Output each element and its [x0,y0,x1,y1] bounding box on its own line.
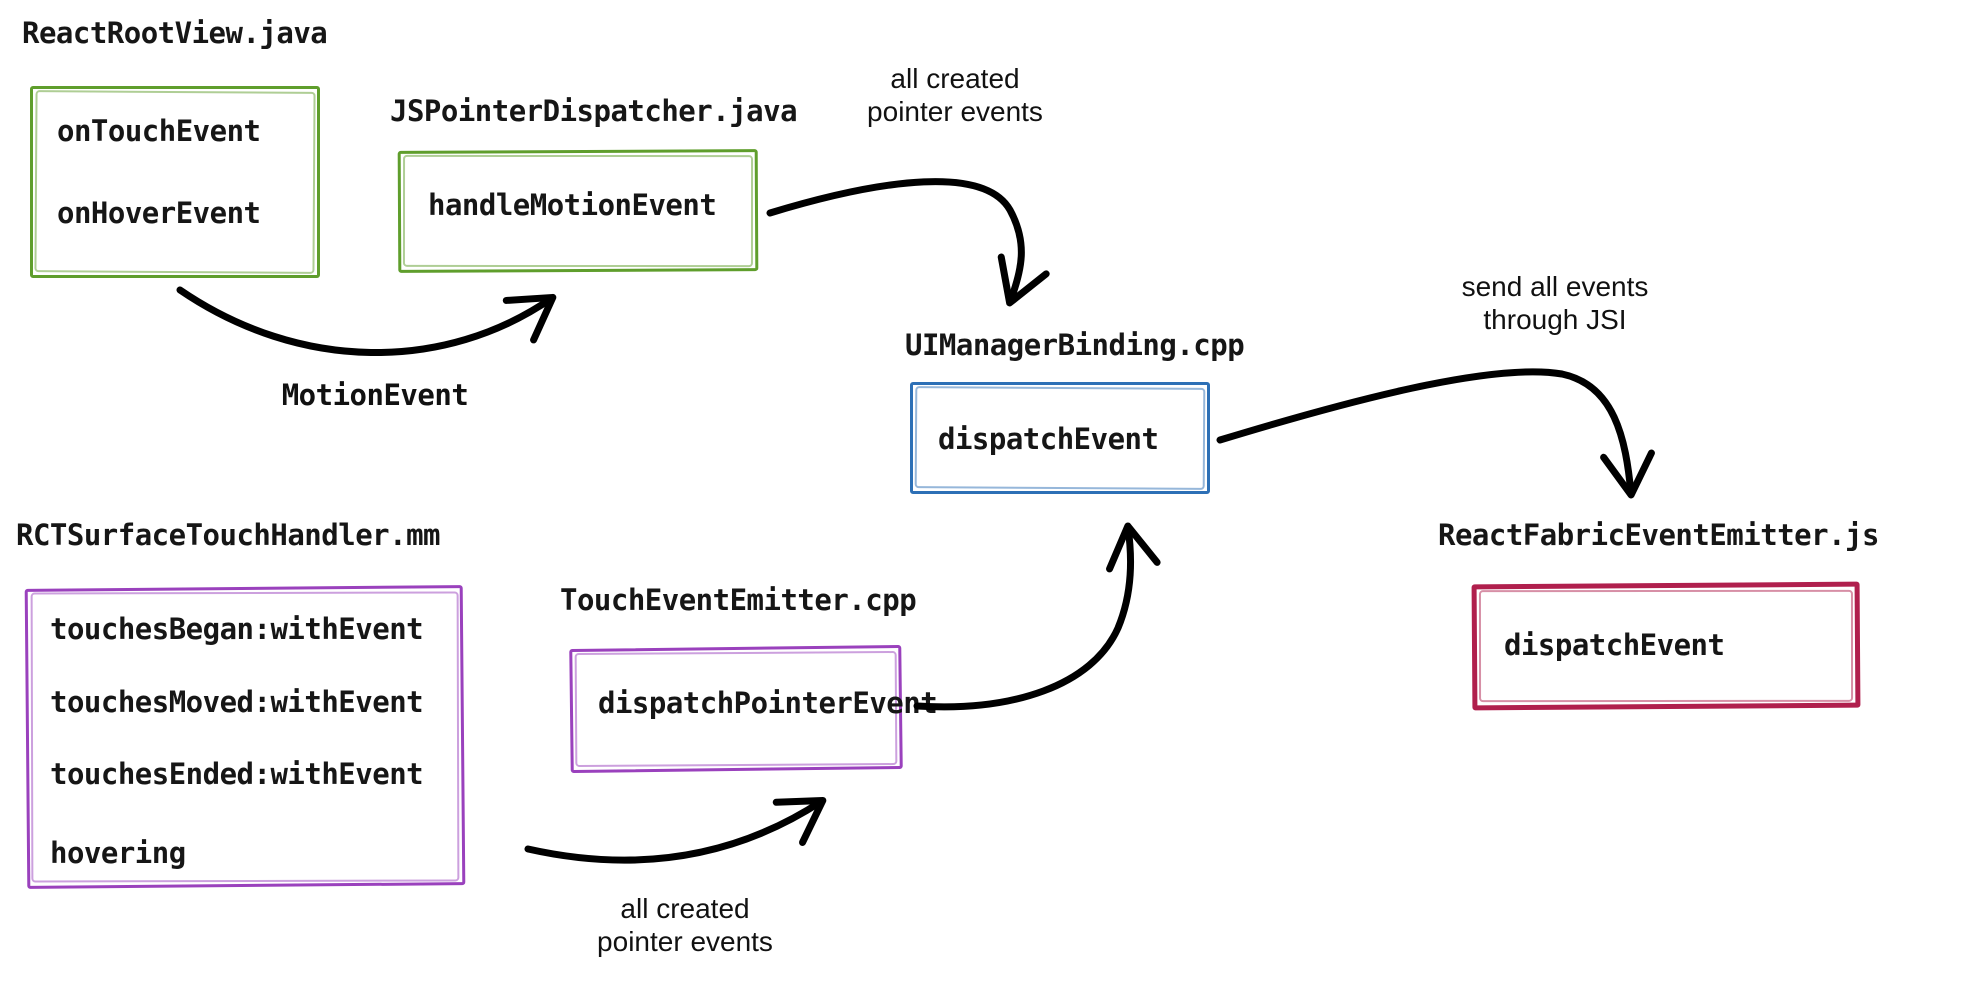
arrow-motion-event [176,286,557,357]
file-label-react-fabric-event-emitter: ReactFabricEventEmitter.js [1438,518,1879,552]
node-box-react-root-view [30,86,320,278]
edge-label-line: through JSI [1483,304,1627,336]
file-label-ui-manager-binding: UIManagerBinding.cpp [905,328,1245,362]
edge-label-line: pointer events [597,926,773,958]
edge-label-line: all created [890,63,1020,94]
edge-label-ios-pointer-events: all created pointer events [540,892,830,958]
edge-label-android-pointer-events: all created pointer events [820,62,1090,128]
edge-label-line: send all events [1461,271,1649,302]
method-touches-ended: touchesEnded:withEvent [50,757,424,791]
node-box-ui-manager-binding [910,382,1210,494]
file-label-react-root-view: ReactRootView.java [22,16,328,50]
arrow-emitter-to-binding [913,522,1161,711]
method-dispatch-pointer-event: dispatchPointerEvent [598,686,938,720]
arrow-ios-to-emitter [524,796,827,864]
file-label-rct-surface-touch-handler: RCTSurfaceTouchHandler.mm [16,518,441,552]
method-on-touch-event: onTouchEvent [57,114,261,148]
arrow-binding-to-js [1216,368,1655,499]
method-hovering: hovering [50,836,186,870]
method-dispatch-event-binding: dispatchEvent [938,422,1159,456]
method-on-hover-event: onHoverEvent [57,196,261,230]
edge-label-line: all created [620,893,750,924]
method-dispatch-event-js: dispatchEvent [1504,628,1725,662]
edge-label-send-through-jsi: send all events through JSI [1415,270,1695,336]
method-touches-began: touchesBegan:withEvent [50,612,424,646]
arrow-android-to-binding [766,178,1050,307]
file-label-touch-event-emitter: TouchEventEmitter.cpp [560,583,917,617]
file-label-js-pointer-dispatcher: JSPointerDispatcher.java [390,94,798,128]
method-touches-moved: touchesMoved:withEvent [50,685,424,719]
edge-label-motion-event: MotionEvent [281,378,469,412]
edge-label-line: pointer events [867,96,1043,128]
method-handle-motion-event: handleMotionEvent [428,188,717,222]
